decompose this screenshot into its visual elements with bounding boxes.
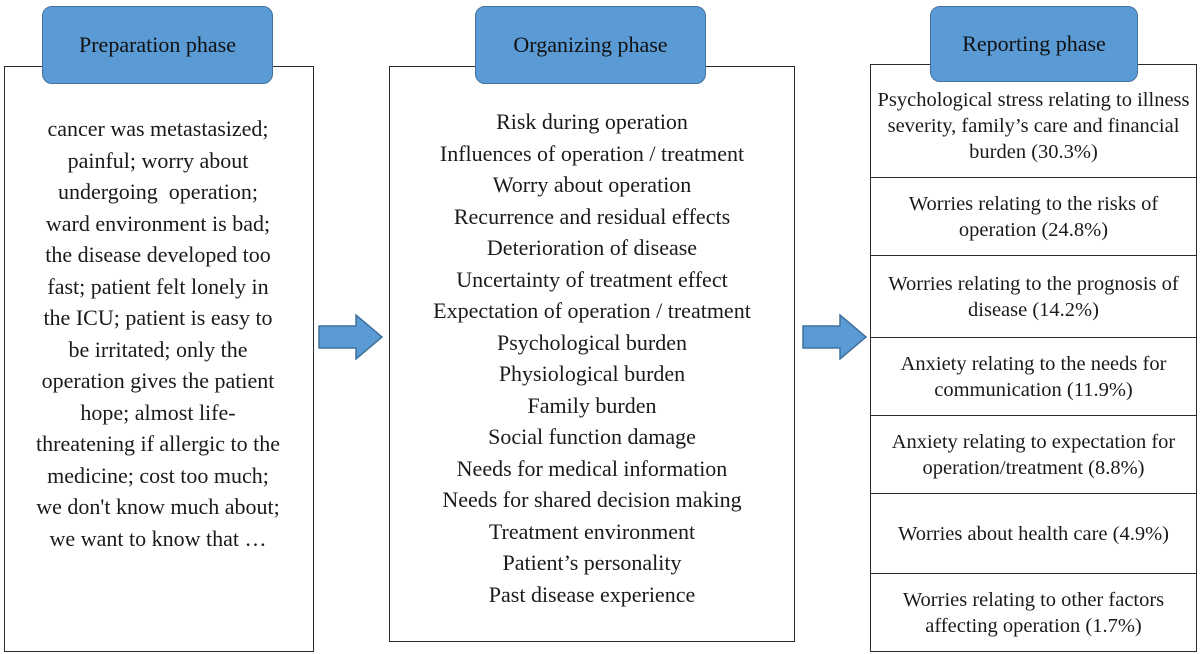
organizing-item: Family burden	[527, 392, 657, 418]
preparation-line: the ICU; patient is easy to	[43, 305, 273, 330]
preparation-line: cancer was metastasized;	[47, 116, 269, 141]
right-arrow-icon	[802, 314, 868, 360]
preparation-line: operation gives the patient	[41, 368, 275, 393]
organizing-list: Risk during operation Influences of oper…	[391, 106, 793, 610]
organizing-item: Needs for shared decision making	[442, 487, 742, 512]
organizing-item: Past disease experience	[488, 581, 696, 607]
organizing-item: Recurrence and residual effects	[453, 203, 731, 229]
preparation-line: we don't know much about;	[36, 494, 280, 519]
organizing-item: Patient’s personality	[502, 550, 682, 575]
organizing-item: Deterioration of disease	[486, 235, 698, 260]
organizing-phase-label: Organizing phase	[513, 32, 668, 57]
organizing-item: Social function damage	[488, 424, 696, 449]
preparation-phase-label: Preparation phase	[79, 32, 236, 57]
preparation-line: the disease developed too	[45, 242, 271, 267]
preparation-phase-tab: Preparation phase	[42, 6, 273, 84]
preparation-line: ward environment is bad;	[45, 210, 271, 236]
reporting-phase-tab: Reporting phase	[930, 6, 1138, 82]
reporting-item: Anxiety relating to the needs for commun…	[870, 338, 1197, 416]
organizing-phase-tab: Organizing phase	[475, 6, 706, 84]
preparation-text: cancer was metastasized; painful; worry …	[5, 113, 311, 554]
reporting-phase-label: Reporting phase	[962, 31, 1106, 56]
preparation-line: threatening if allergic to the	[36, 431, 280, 456]
organizing-box	[389, 66, 795, 642]
preparation-line: medicine; cost too much;	[47, 462, 269, 488]
organizing-item: Worry about operation	[492, 172, 692, 197]
organizing-item: Risk during operation	[496, 109, 688, 134]
reporting-item: Worries relating to the risks of operati…	[870, 178, 1197, 256]
organizing-item: Physiological burden	[498, 361, 686, 386]
reporting-item: Psychological stress relating to illness…	[870, 64, 1197, 178]
preparation-line: fast; patient felt lonely in	[47, 273, 269, 299]
reporting-item-text: Worries relating to the prognosis of dis…	[888, 272, 1179, 321]
organizing-item: Uncertainty of treatment effect	[456, 266, 728, 292]
reporting-item-text: Worries relating to other factors affect…	[902, 588, 1165, 637]
organizing-item: Treatment environment	[488, 518, 696, 544]
preparation-line: undergoing operation;	[58, 179, 258, 204]
reporting-item-text: Anxiety relating to expectation for oper…	[891, 430, 1176, 479]
organizing-item: Influences of operation / treatment	[439, 140, 745, 166]
reporting-item-text: Worries relating to the risks of operati…	[908, 192, 1159, 241]
reporting-item: Worries relating to other factors affect…	[870, 574, 1197, 652]
reporting-item: Worries relating to the prognosis of dis…	[870, 256, 1197, 338]
reporting-item: Worries about health care (4.9%)	[870, 494, 1197, 574]
reporting-item-text: Psychological stress relating to illness…	[877, 89, 1190, 163]
right-arrow-icon	[318, 314, 384, 360]
preparation-line: hope; almost life-	[80, 399, 236, 425]
reporting-item-text: Anxiety relating to the needs for commun…	[900, 352, 1167, 401]
preparation-box	[4, 66, 314, 652]
organizing-item: Expectation of operation / treatment	[433, 298, 751, 323]
reporting-item-text: Worries about health care (4.9%)	[898, 522, 1169, 545]
preparation-line: we want to know that …	[49, 525, 267, 551]
organizing-item: Needs for medical information	[456, 455, 728, 481]
preparation-line: be irritated; only the	[68, 336, 248, 362]
reporting-item: Anxiety relating to expectation for oper…	[870, 416, 1197, 494]
organizing-item: Psychological burden	[496, 329, 688, 355]
preparation-line: painful; worry about	[67, 147, 249, 173]
